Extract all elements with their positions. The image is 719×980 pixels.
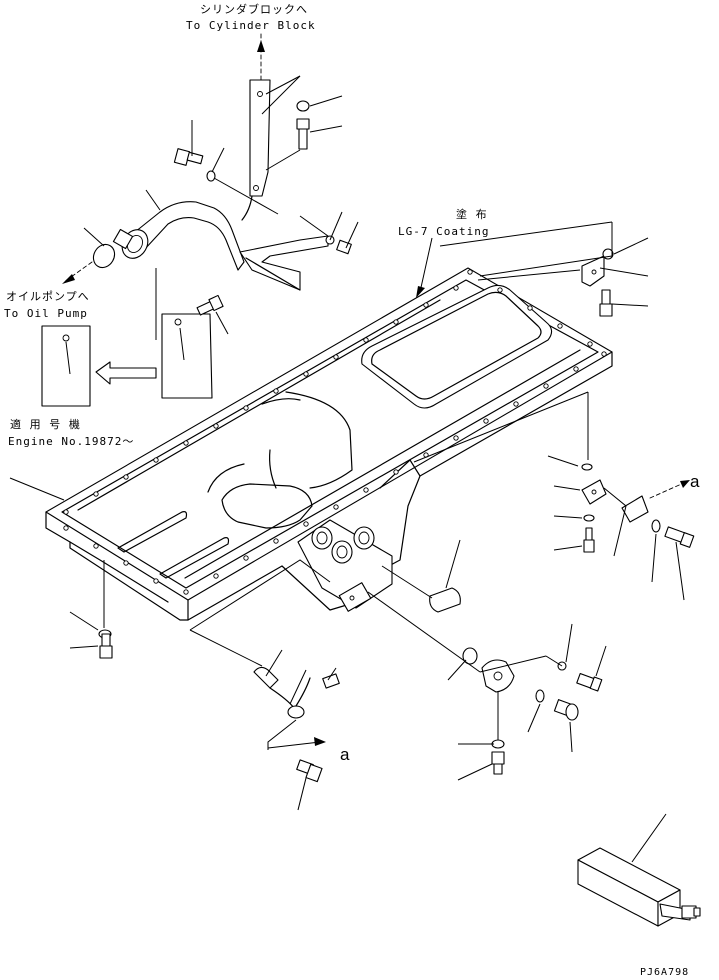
washer-right-2: [583, 514, 595, 522]
arrow-to-cylinder-block: [257, 33, 265, 81]
arrow-ref-a-right: [649, 480, 690, 499]
drain-valve-tool: [577, 847, 701, 927]
arrow-coating-pointer: [416, 237, 433, 298]
washer-right-1: [581, 463, 593, 471]
leader-lines: [9, 75, 685, 863]
bracket-upper-right: [581, 255, 605, 287]
side-port-bosses: [297, 519, 393, 612]
bolt-right-horizontal: [664, 526, 695, 548]
label-oil-pump-en: To Oil Pump: [4, 307, 88, 320]
label-oil-pump-jp: オイルポンプへ: [6, 290, 90, 303]
arrow-to-oil-pump: [62, 261, 93, 284]
washer-upper-left: [206, 170, 216, 182]
bolt-inset-clamp: [196, 294, 224, 316]
detail-inset-arrow: [95, 361, 157, 385]
detail-inset-before: [41, 325, 91, 407]
suction-pipe: [112, 201, 245, 271]
drain-plug: [553, 699, 579, 721]
oil-pan: [45, 267, 613, 621]
oil-strainer-gasket: [92, 243, 116, 269]
detail-inset-after: [155, 268, 213, 399]
label-cylinder-block-jp: シリンダブロックへ: [200, 2, 308, 16]
label-coating-jp: 塗 布: [456, 207, 488, 221]
bolt-drain: [576, 673, 603, 692]
label-coating-en: LG-7 Coating: [398, 225, 489, 238]
flange-bolt-holes: [63, 269, 607, 595]
bolt-right: [583, 527, 595, 553]
o-ring: [462, 647, 478, 665]
nut-upper-center: [296, 100, 310, 112]
pipe-support-bracket: [239, 79, 329, 291]
ref-letter-a-right: a: [690, 472, 700, 491]
label-serial-en: Engine No.19872～: [8, 435, 134, 448]
gasket-small: [535, 689, 545, 703]
drain-flange: [481, 659, 515, 693]
arrow-ref-a-bottom: [267, 737, 326, 749]
drawing-number: PJ6A798: [640, 967, 689, 978]
hex-bolt-upper-center: [296, 118, 310, 150]
label-serial-jp: 適 用 号 機: [10, 417, 81, 431]
bracket-right: [621, 495, 649, 523]
bolt-sensor: [296, 759, 323, 783]
washer-right-3: [651, 519, 661, 533]
rubber-plug: [429, 587, 461, 613]
clamp-right: [581, 479, 607, 505]
bolt-lower-left: [99, 633, 113, 659]
hex-bolt-upper-left: [173, 148, 204, 166]
label-cylinder-block-en: To Cylinder Block: [186, 19, 316, 32]
oil-level-sensor: [253, 666, 340, 719]
bolt-upper-right: [599, 289, 613, 317]
fitting-bottom: [491, 751, 505, 775]
ref-letter-a-bottom: a: [340, 745, 350, 764]
